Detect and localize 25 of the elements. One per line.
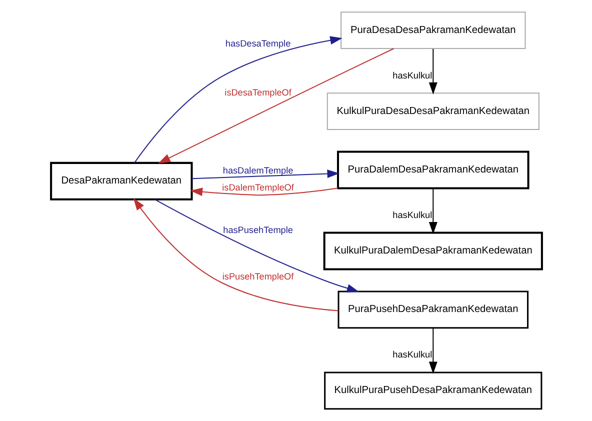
edge-label: hasKulkul [392, 70, 432, 80]
arrow [154, 199, 359, 292]
node-box: PuraDalemDesaPakramanKedewatan [336, 150, 529, 190]
arrow [428, 328, 437, 374]
edge-label: hasKulkul [392, 350, 432, 360]
arrow [191, 170, 339, 180]
node-box: KulkulPuraDesaDesaPakramanKedewatan [326, 92, 539, 130]
node-box: DesaPakramanKedewatan [50, 162, 192, 200]
edge-label: isDesaTempleOf [224, 87, 291, 98]
node-box: KulkulPuraDalemDesaPakramanKedewatan [322, 232, 542, 270]
node-box: KulkulPuraPusehDesaPakramanKedewatan [324, 372, 542, 410]
edge-label: isDalemTempleOf [222, 182, 294, 192]
edge-label: hasPusehTemple [222, 224, 292, 235]
edge-label: isPusehTempleOf [222, 272, 294, 282]
node-box: PuraDesaDesaPakramanKedewatan [340, 12, 526, 50]
edge-label: hasKulkul [392, 210, 432, 220]
arrow [190, 188, 338, 196]
node-box: PuraPusehDesaPakramanKedewatan [337, 290, 528, 329]
arrow [428, 188, 437, 234]
edge-label: hasDalemTemple [222, 165, 293, 176]
arrow [132, 198, 338, 312]
edge-label: hasDesaTemple [224, 38, 290, 49]
arrow [158, 48, 394, 164]
arrow [428, 48, 437, 94]
arrow [133, 36, 342, 164]
